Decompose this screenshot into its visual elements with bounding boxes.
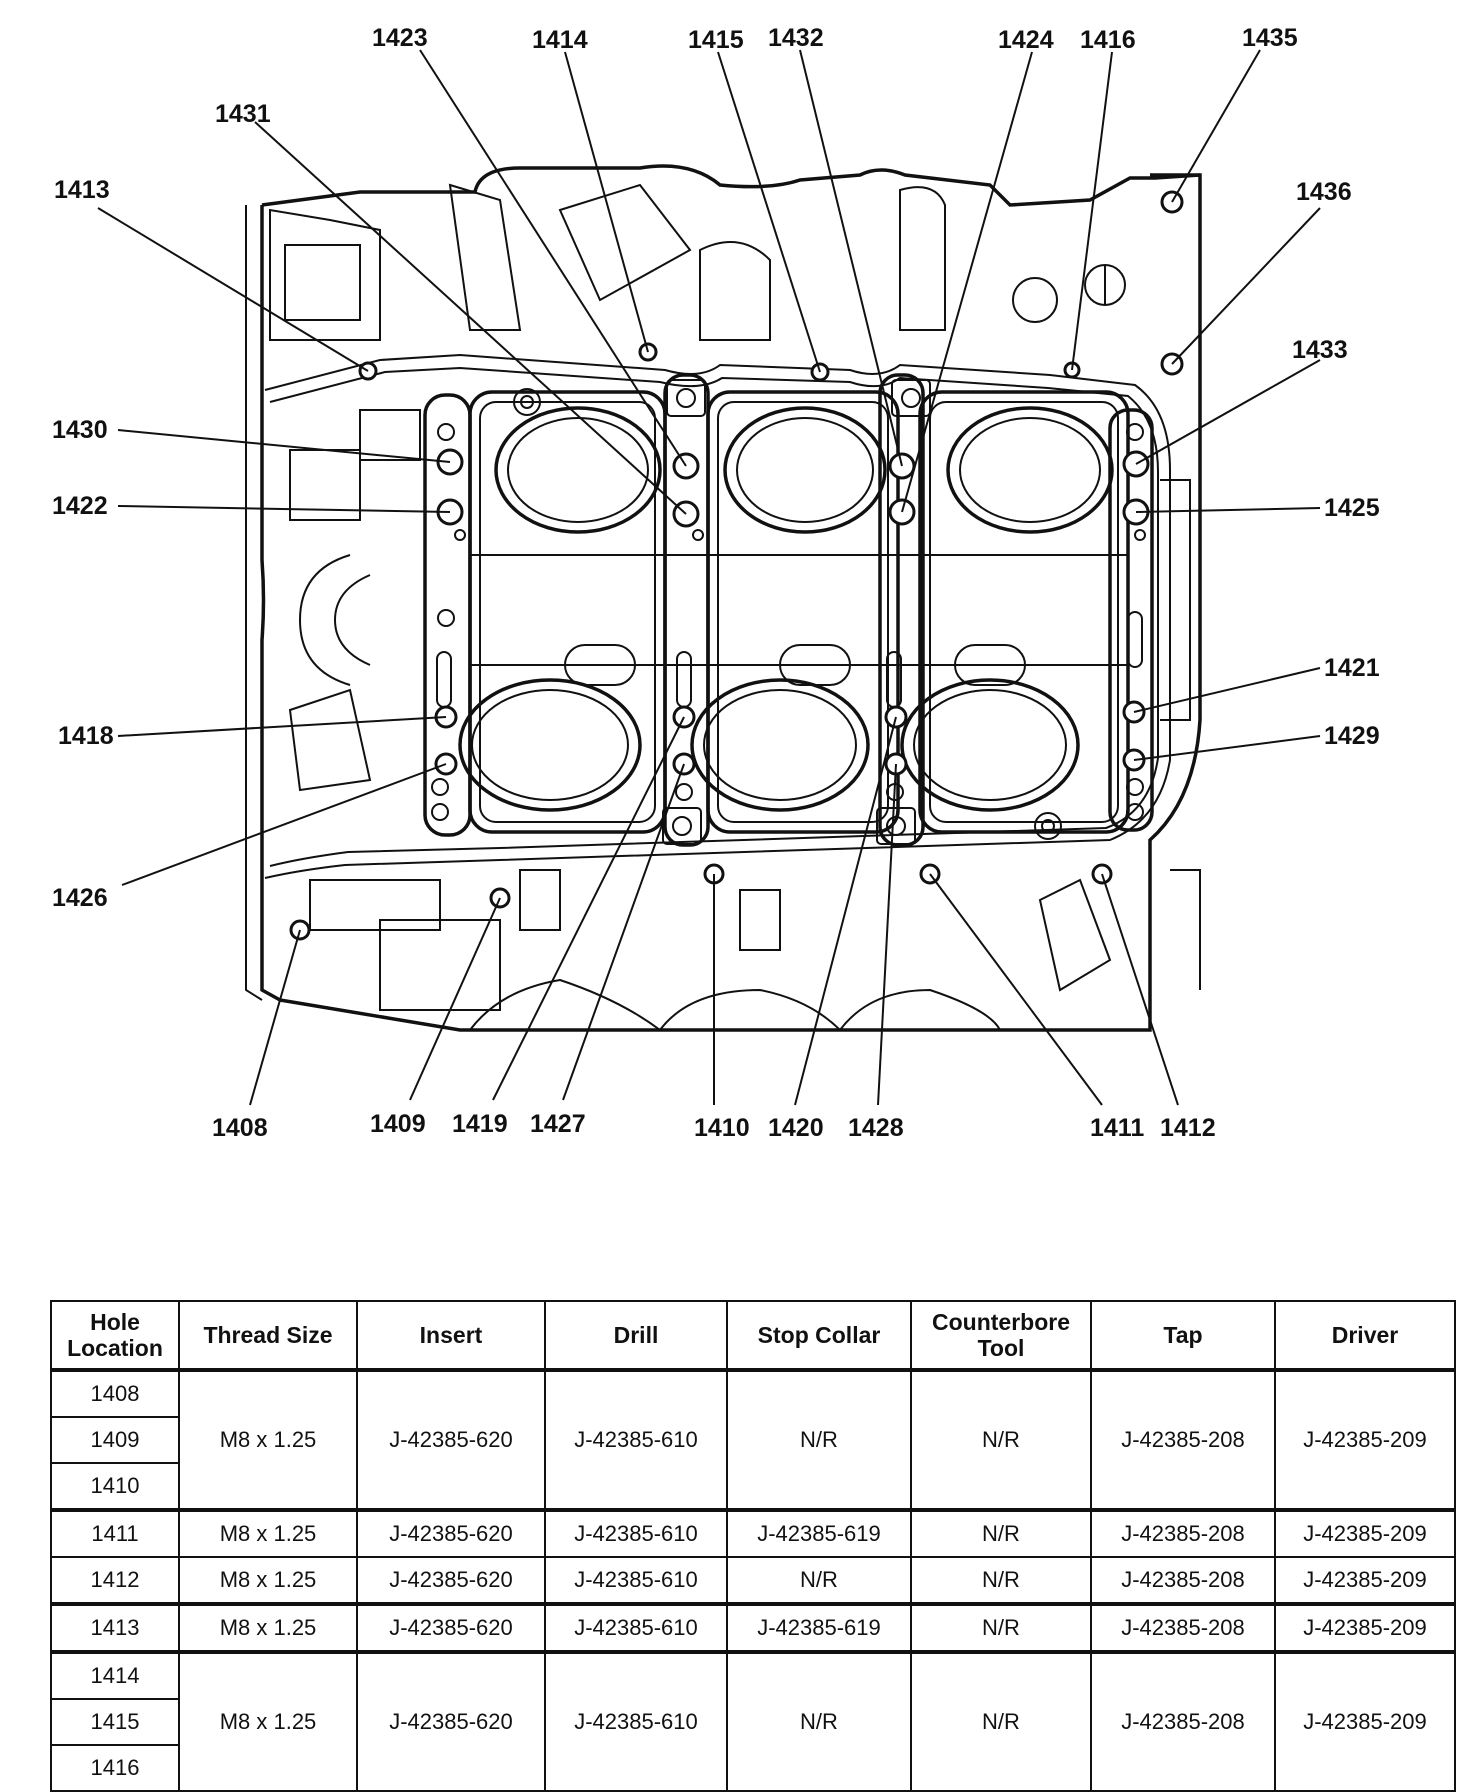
hole-location-cell: 1408: [50, 1368, 180, 1418]
insert-cell: J-42385-620: [356, 1368, 546, 1511]
callout-1412: 1412: [1160, 1114, 1216, 1142]
callout-1422: 1422: [52, 492, 108, 520]
callout-1409: 1409: [370, 1110, 426, 1138]
callout-1414: 1414: [532, 26, 588, 54]
callout-1413: 1413: [54, 176, 110, 204]
tool-spec-table: Hole Location Thread Size Insert Drill S…: [50, 1300, 1456, 1792]
table-row: 1416: [50, 1744, 1455, 1792]
thread-size-cell: M8 x 1.25: [178, 1650, 358, 1792]
tap-cell: J-42385-208: [1090, 1508, 1276, 1558]
callout-1426: 1426: [52, 884, 108, 912]
stop-collar-cell: J-42385-619: [726, 1602, 912, 1653]
driver-cell: J-42385-209: [1274, 1508, 1456, 1558]
stop-collar-cell: N/R: [726, 1650, 912, 1792]
thread-size-cell: M8 x 1.25: [178, 1368, 358, 1511]
drill-cell: J-42385-610: [544, 1508, 728, 1558]
header-insert: Insert: [356, 1300, 546, 1371]
hole-location-cell: 1416: [50, 1744, 180, 1792]
hole-location-cell: 1409: [50, 1416, 180, 1464]
thread-size-cell: M8 x 1.25: [178, 1556, 358, 1605]
callout-1415: 1415: [688, 26, 744, 54]
thread-size-cell: M8 x 1.25: [178, 1508, 358, 1558]
driver-cell: J-42385-209: [1274, 1602, 1456, 1653]
drill-cell: J-42385-610: [544, 1650, 728, 1792]
callout-1432: 1432: [768, 24, 824, 52]
insert-cell: J-42385-620: [356, 1650, 546, 1792]
table-row: 1412 M8 x 1.25 J-42385-620 J-42385-610 N…: [50, 1556, 1456, 1605]
callout-1436: 1436: [1296, 178, 1352, 206]
stop-collar-cell: J-42385-619: [726, 1508, 912, 1558]
hole-location-cell: 1415: [50, 1698, 180, 1746]
callout-1416: 1416: [1080, 26, 1136, 54]
bolt-rails: [423, 373, 1154, 847]
stop-collar-cell: N/R: [726, 1368, 912, 1511]
callout-1433: 1433: [1292, 336, 1348, 364]
drill-cell: J-42385-610: [544, 1556, 728, 1605]
hole-location-cell: 1410: [50, 1462, 180, 1511]
cylinder-bays: [458, 390, 1130, 834]
engine-block-diagram: 1423 1414 1415 1432 1424 1416 1435 1431 …: [52, 24, 1380, 1142]
header-stop-collar: Stop Collar: [726, 1300, 912, 1371]
counterbore-tool-cell: N/R: [910, 1650, 1092, 1792]
callout-1420: 1420: [768, 1114, 824, 1142]
callout-1430: 1430: [52, 416, 108, 444]
stop-collar-cell: N/R: [726, 1556, 912, 1605]
counterbore-tool-cell: N/R: [910, 1508, 1092, 1558]
callout-1423: 1423: [372, 24, 428, 52]
callout-1411: 1411: [1090, 1114, 1144, 1142]
tap-cell: J-42385-208: [1090, 1602, 1276, 1653]
table-row: 1415: [50, 1698, 1455, 1746]
tap-cell: J-42385-208: [1090, 1368, 1276, 1511]
callout-1428: 1428: [848, 1114, 904, 1142]
callout-1425: 1425: [1324, 494, 1380, 522]
drill-cell: J-42385-610: [544, 1602, 728, 1653]
header-drill: Drill: [544, 1300, 728, 1371]
callout-1410: 1410: [694, 1114, 750, 1142]
counterbore-tool-cell: N/R: [910, 1602, 1092, 1653]
hole-location-cell: 1412: [50, 1556, 180, 1605]
thread-size-cell: M8 x 1.25: [178, 1602, 358, 1653]
callout-1427: 1427: [530, 1110, 586, 1138]
driver-cell: J-42385-209: [1274, 1650, 1456, 1792]
table-header-row: Hole Location Thread Size Insert Drill S…: [50, 1300, 1456, 1371]
hole-location-cell: 1414: [50, 1650, 180, 1700]
table-row: 1413 M8 x 1.25 J-42385-620 J-42385-610 J…: [50, 1602, 1456, 1653]
driver-cell: J-42385-209: [1274, 1368, 1456, 1511]
callout-1408: 1408: [212, 1114, 268, 1142]
table-row: 1410: [50, 1462, 1455, 1511]
header-driver: Driver: [1274, 1300, 1456, 1371]
counterbore-tool-cell: N/R: [910, 1368, 1092, 1511]
header-tap: Tap: [1090, 1300, 1276, 1371]
callout-1431: 1431: [215, 100, 271, 128]
header-thread-size: Thread Size: [178, 1300, 358, 1371]
table-row: 1409: [50, 1416, 1455, 1464]
tap-cell: J-42385-208: [1090, 1650, 1276, 1792]
side-details: [269, 183, 1201, 1011]
callout-1429: 1429: [1324, 722, 1380, 750]
callout-1435: 1435: [1242, 24, 1298, 52]
counterbore-tool-cell: N/R: [910, 1556, 1092, 1605]
table-row: 1408 M8 x 1.25 J-42385-620 J-42385-610 N…: [50, 1368, 1456, 1511]
callout-1421: 1421: [1324, 654, 1380, 682]
drill-cell: J-42385-610: [544, 1368, 728, 1511]
callout-1418: 1418: [58, 722, 114, 750]
insert-cell: J-42385-620: [356, 1556, 546, 1605]
leader-lines: [97, 49, 1321, 1106]
hole-location-cell: 1411: [50, 1508, 180, 1558]
insert-cell: J-42385-620: [356, 1508, 546, 1558]
table-row: 1411 M8 x 1.25 J-42385-620 J-42385-610 J…: [50, 1508, 1456, 1558]
driver-cell: J-42385-209: [1274, 1556, 1456, 1605]
header-hole-location: Hole Location: [50, 1300, 180, 1371]
callout-labels: 1423 1414 1415 1432 1424 1416 1435 1431 …: [52, 24, 1380, 1142]
insert-cell: J-42385-620: [356, 1602, 546, 1653]
callout-1424: 1424: [998, 26, 1054, 54]
callout-1419: 1419: [452, 1110, 508, 1138]
block-outline: [245, 164, 1202, 1032]
tap-cell: J-42385-208: [1090, 1556, 1276, 1605]
header-counterbore-tool: Counterbore Tool: [910, 1300, 1092, 1371]
hole-location-cell: 1413: [50, 1602, 180, 1653]
table-row: 1414 M8 x 1.25 J-42385-620 J-42385-610 N…: [50, 1650, 1456, 1792]
